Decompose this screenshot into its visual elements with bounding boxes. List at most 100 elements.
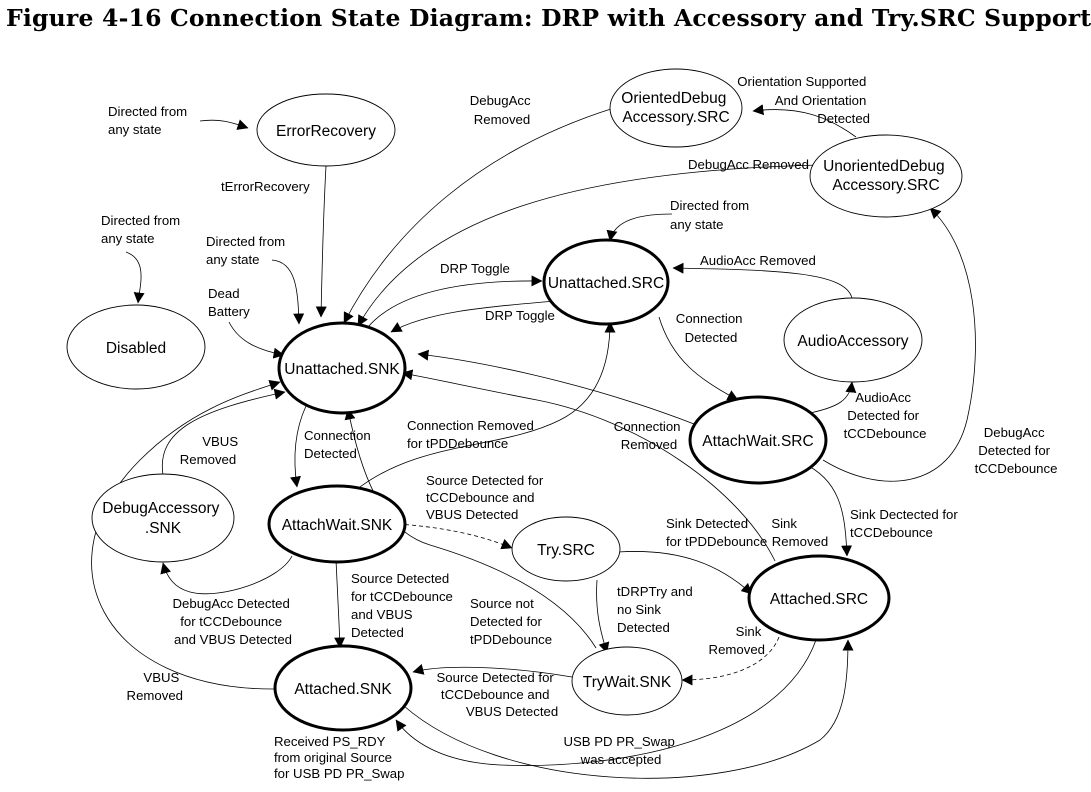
edge-debugacc-snk-to-unattached-snk [161,388,286,476]
label-audioacc-detected: AudioAcc Detected for tCCDebounce [844,390,927,441]
label-line: AudioAcc Removed [700,253,816,268]
state-attached-snk: Attached.SNK [273,644,413,732]
label-line: DebugAcc [984,425,1045,440]
state-ellipse [273,644,413,732]
label-line: AttachWait.SNK [282,517,393,534]
label-line: DebugAccessory .SNK [102,500,223,537]
label-line: tErrorRecovery [221,179,310,194]
state-text: TryWait.SNK [583,674,672,691]
state-ellipse [609,68,743,148]
state-ellipse [267,484,407,564]
edge-attachwait-src-to-unoriented [822,207,976,482]
label-line: Unattached.SRC [548,275,664,292]
state-text: Disabled [106,340,166,357]
edge-orienteddebug-to-unattached-snk [343,107,615,324]
label-line: Detected [685,330,738,345]
edge-attachwait-snk-to-attached-snk [334,559,346,649]
label-line: tCCDebounce [975,461,1058,476]
label-source-detected-try: Source Detected for tCCDebounce and VBUS… [426,473,547,522]
edge-attachwait-src-to-audioacc [809,381,857,414]
state-error-recovery: ErrorRecovery [256,93,396,167]
label-line: Connection [304,428,371,443]
label-line: Disabled [106,340,166,357]
label-line: DRP Toggle [440,261,510,276]
state-attached-src: Attached.SRC [747,554,891,642]
state-oriented-debug-accessory-src: OrientedDebug Accessory.SRC [609,68,743,148]
label-drp-toggle-to-snk: DRP Toggle [485,308,555,323]
state-text: Accessory.SRC [832,177,939,194]
label-line: Unattached.SNK [284,361,400,378]
label-line: Removed [709,642,765,657]
edge-audioacc-removed [672,262,853,299]
edge-attached-snk-to-attached-src [403,639,854,779]
label-directed-any-snk: Directed from any state [206,234,289,267]
label-line: Orientation Supported [737,74,866,89]
edge-try-src-to-attached-src [617,551,753,595]
state-text: Unattached.SRC [548,275,664,292]
state-text: ErrorRecovery [276,123,376,140]
label-line: for tCCDebounce [351,589,453,604]
label-line: Detected [304,446,357,461]
label-line: Removed [127,688,183,703]
transitions [91,104,976,779]
state-ellipse [747,554,891,642]
label-line: Detected for [470,614,542,629]
label-t-error-recovery: tErrorRecovery [221,179,310,194]
state-text: OrientedDebug [621,90,726,107]
label-line: Sink [771,516,797,531]
label-line: from original Source [274,750,392,765]
label-line: Removed [621,437,677,452]
label-line: DebugAcc Detected [173,596,290,611]
edge-attachwait-src-to-attached-src [800,461,853,557]
state-text: .SNK [145,520,182,537]
edge-drp-toggle-to-src [367,275,543,328]
label-line: and VBUS [351,607,413,622]
edge-any-to-errorrecovery [199,119,249,130]
label-line: AudioAcc [855,390,911,405]
label-line: Received PS_RDY [274,734,386,749]
state-trywait-snk: TryWait.SNK [571,646,683,716]
edge-any-to-disabled [125,251,145,304]
label-line: TryWait.SNK [583,674,672,691]
label-directed-any-src: Directed from any state [670,198,753,232]
label-line: ErrorRecovery [276,123,376,140]
edge-trywait-snk-to-attached-snk [412,664,573,678]
edge-unattached-src-to-attachwait-src [658,316,739,401]
state-text: Unattached.SNK [284,361,400,378]
label-line: for USB PD PR_Swap [274,766,404,781]
transition-labels: Directed from any state tErrorRecovery D… [101,74,1057,781]
label-directed-any-disabled: Directed from any state [101,213,184,246]
label-drp-toggle-to-src: DRP Toggle [440,261,510,276]
label-sink-removed-trywait: Sink Removed [709,624,765,657]
state-text: Attached.SRC [770,591,868,608]
label-received-ps-rdy: Received PS_RDY from original Source for… [274,734,404,781]
label-debugacc-removed-oriented: DebugAcc Removed [470,93,535,127]
label-line: any state [206,252,260,267]
state-try-src: Try.SRC [511,516,621,582]
label-line: DRP Toggle [485,308,555,323]
label-line: OrientedDebug Accessory.SRC [621,90,730,126]
label-line: UnorientedDebug Accessory.SRC [823,158,949,194]
state-text: Try.SRC [537,542,595,559]
edge-unattached-snk-to-attachwait-snk [290,405,307,488]
label-line: And Orientation [775,93,867,108]
label-line: Battery [208,304,250,319]
label-line: tCCDebounce [844,426,927,441]
label-debugacc-removed-unoriented: DebugAcc Removed [688,157,809,172]
edge-deadbattery-to-unattached-snk [228,321,285,359]
label-line: Source Detected for [426,473,544,488]
label-debugacc-detected-src: DebugAcc Detected for tCCDebounce [975,425,1058,476]
label-line: any state [108,122,162,137]
state-ellipse [783,297,923,383]
state-unoriented-debug-accessory-src: UnorientedDebug Accessory.SRC [809,134,963,218]
label-line: Sink Dectected for [850,507,958,522]
edge-attached-src-to-trywait-snk [681,636,780,686]
label-sink-detected-attachwait-src: Sink Dectected for tCCDebounce [850,507,961,540]
state-ellipse [256,93,396,167]
edge-attachwait-snk-to-unattached-src [355,321,616,491]
label-debugacc-detected-snk: DebugAcc Detected for tCCDebounce and VB… [173,596,294,647]
label-line: Directed from [670,198,749,213]
edge-unoriented-to-orienteddebug [752,104,857,138]
label-line: Detected [817,111,870,126]
label-directed-any-error: Directed from any state [108,104,191,137]
